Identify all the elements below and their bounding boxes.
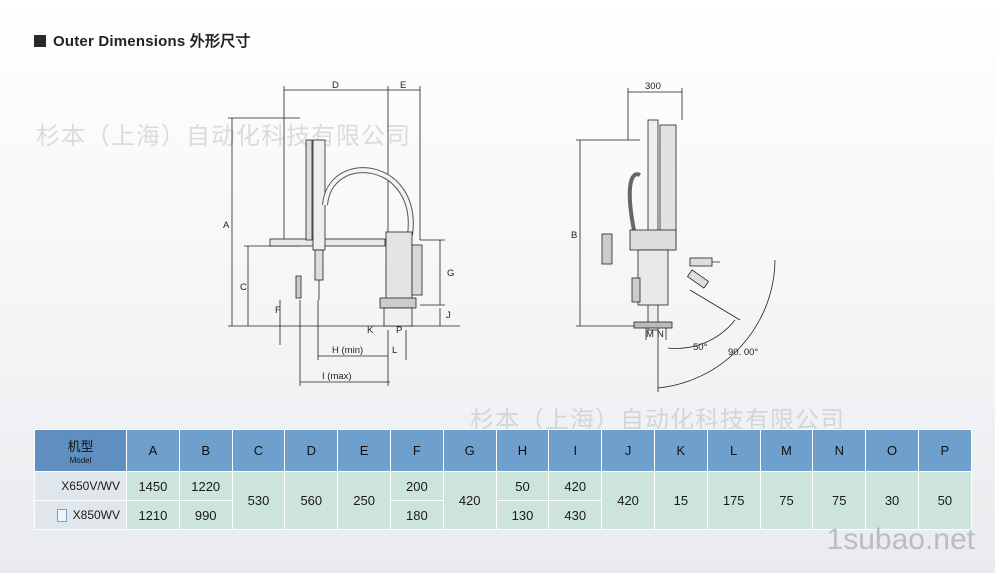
cell-o: 30 [865,471,919,530]
table-header-row: 机型 Model A B C D E F G H I J K L M N O P [34,429,972,472]
label-j: J [446,310,451,321]
label-c: C [240,282,247,293]
label-angle-50: 50° [693,342,708,353]
header-c: C [231,429,286,472]
cell-a: 1210 [126,500,180,530]
label-a: A [223,220,230,231]
cell-n: 75 [812,471,867,530]
header-model-sub: Model [69,456,92,465]
section-title: Outer Dimensions 外形尺寸 [34,30,251,51]
cell-f: 180 [389,500,444,530]
model-name: X850WV [72,507,120,522]
label-e: E [400,80,406,91]
dimension-drawing: D E A C F G J K P L H (min) I (max) 300 … [223,80,776,392]
section-title-text: Outer Dimensions 外形尺寸 [53,33,251,50]
label-n: N [657,329,664,340]
cell-b: 1220 [178,471,233,501]
model-cell: X650V/WV [34,471,127,501]
header-l: L [706,429,761,472]
watermark-top: 杉本（上海）自动化科技有限公司 [36,123,411,150]
cell-g: 420 [442,471,497,530]
header-model: 机型 Model [34,429,127,472]
header-k: K [653,429,708,472]
label-d: D [332,80,339,91]
bullet-square-icon [34,34,46,47]
header-e: E [337,429,391,472]
header-g: G [442,429,497,472]
label-h: H (min) [332,345,363,356]
cell-h: 50 [495,471,550,501]
cell-i: 420 [548,471,603,501]
row-marker-icon [56,509,67,523]
header-o: O [865,429,919,472]
brand-watermark: 1subao.net [826,523,975,556]
label-angle-90: 90. 00° [728,347,758,358]
header-model-text: 机型 [67,439,94,454]
header-j: J [601,429,655,472]
label-b: B [571,230,577,241]
cell-p: 50 [917,471,972,530]
header-n: N [812,429,867,472]
cell-i: 430 [548,500,603,530]
header-m: M [759,429,814,472]
table-row: X650V/WV 1450 1220 530 560 250 200 420 5… [34,471,972,530]
header-b: B [178,429,233,472]
cell-f: 200 [389,471,444,501]
model-cell-2: X850WV [34,500,127,530]
header-h: H [495,429,550,472]
header-i: I [548,429,603,472]
cell-l: 175 [706,471,761,530]
cell-e: 250 [337,471,391,530]
spec-table: 机型 Model A B C D E F G H I J K L M N O P… [34,429,972,530]
label-g: G [447,268,454,279]
cell-d: 560 [284,471,339,530]
cell-m: 75 [759,471,814,530]
header-d: D [284,429,339,472]
label-k: K [367,325,374,336]
label-i: I (max) [322,371,352,382]
label-300: 300 [645,81,661,92]
header-f: F [389,429,444,472]
label-l: L [392,345,397,356]
cell-k: 15 [653,471,708,530]
cell-h: 130 [495,500,550,530]
label-f: F [275,305,281,316]
label-m: M [646,329,654,340]
cell-a: 1450 [126,471,180,501]
header-a: A [126,429,180,472]
label-p: P [396,325,402,336]
cell-c: 530 [231,471,286,530]
header-p: P [917,429,972,472]
cell-b: 990 [178,500,233,530]
cell-j: 420 [601,471,655,530]
table-row: X850WV 1210 990 180 130 430 [34,500,972,530]
